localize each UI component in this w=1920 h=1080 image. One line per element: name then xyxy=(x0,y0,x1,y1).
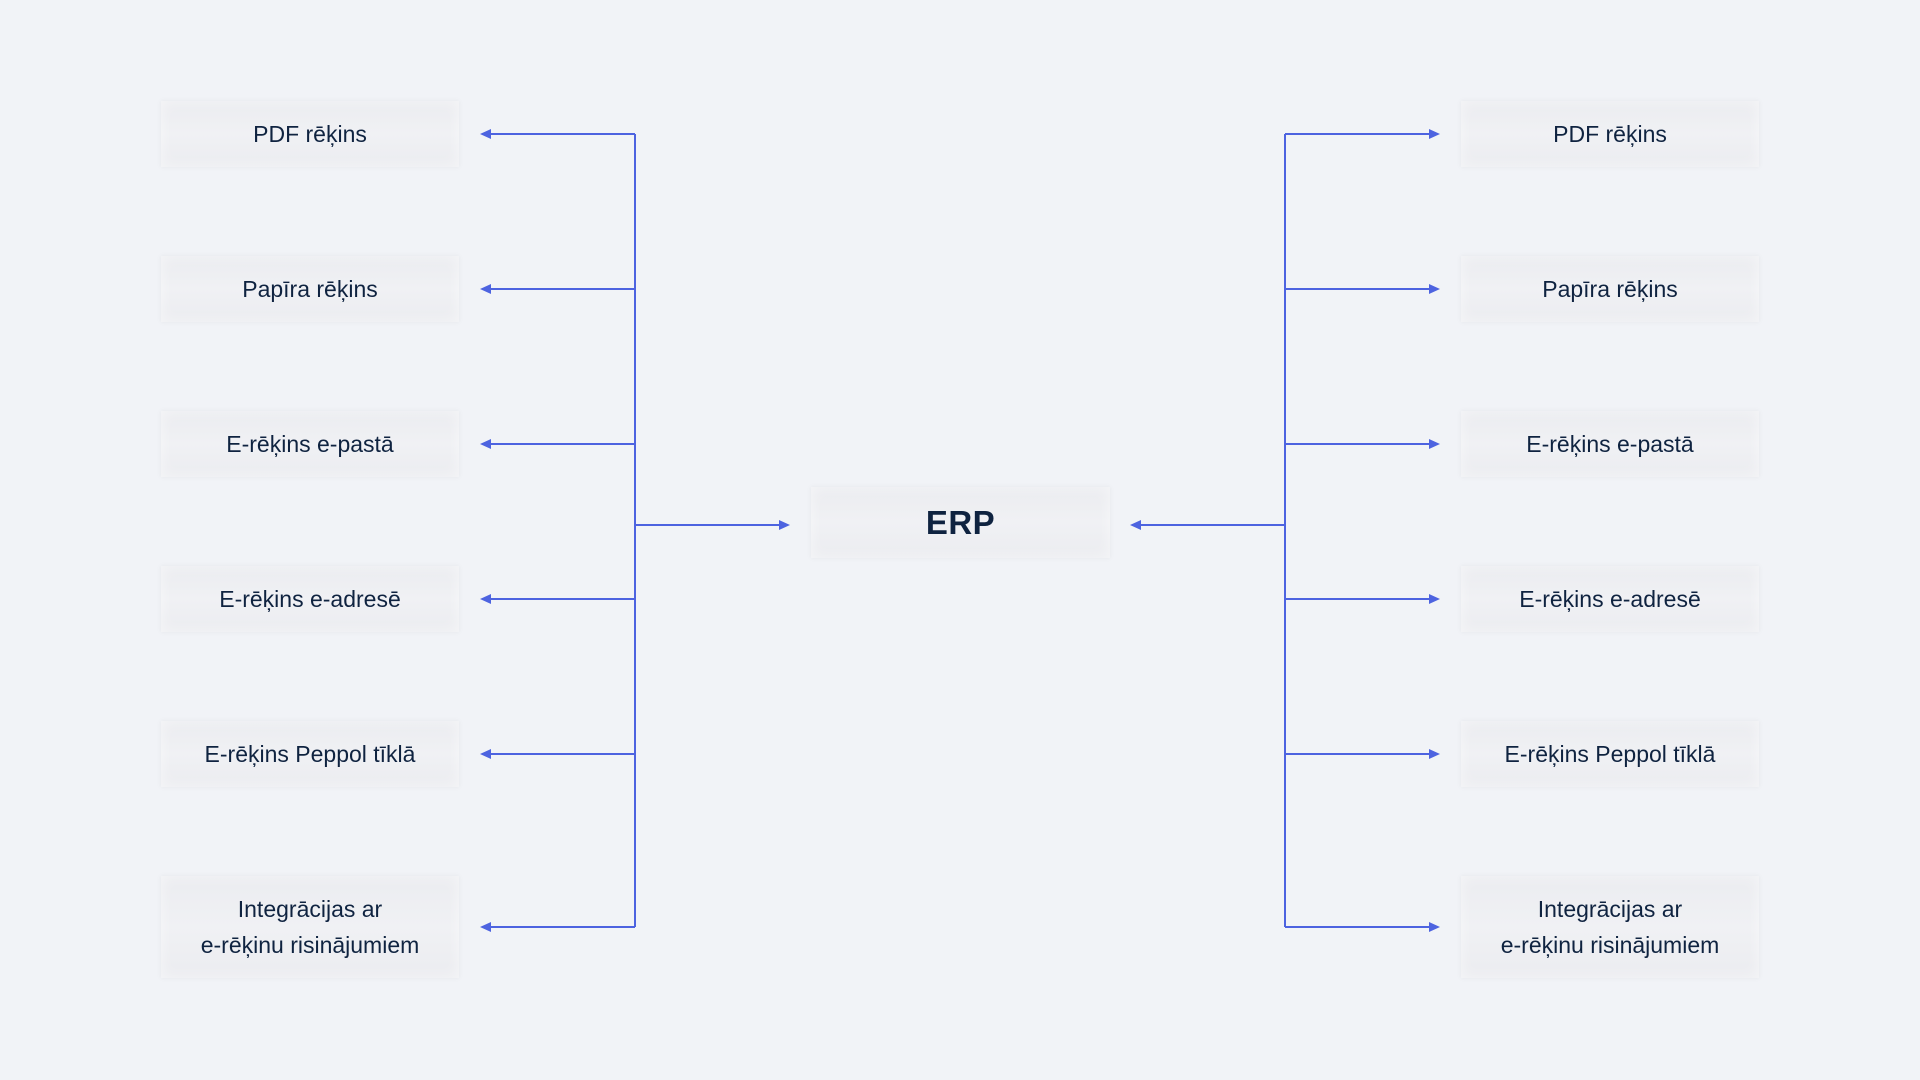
right-arrow-3 xyxy=(1429,439,1440,449)
right-node-label: E-rēķins e-pastā xyxy=(1526,431,1694,457)
right-node-label: PDF rēķins xyxy=(1553,121,1667,147)
right-node-label: Papīra rēķins xyxy=(1542,276,1678,302)
left-node-label: E-rēķins e-adresē xyxy=(219,586,401,612)
left-arrow-1 xyxy=(480,129,491,139)
right-arrow-6 xyxy=(1429,922,1440,932)
left-arrow-4 xyxy=(480,594,491,604)
left-node-integrations: Integrācijas ar e-rēķinu risinājumiem xyxy=(161,876,459,978)
left-node-label: E-rēķins e-pastā xyxy=(226,431,394,457)
left-node-peppol: E-rēķins Peppol tīklā xyxy=(161,721,459,787)
right-node-e-address: E-rēķins e-adresē xyxy=(1461,566,1759,632)
left-node-email: E-rēķins e-pastā xyxy=(161,411,459,477)
erp-right-arrow xyxy=(1130,520,1141,530)
right-arrow-1 xyxy=(1429,129,1440,139)
left-arrow-6 xyxy=(480,922,491,932)
right-arrow-4 xyxy=(1429,594,1440,604)
right-node-integrations: Integrācijas ar e-rēķinu risinājumiem xyxy=(1461,876,1759,978)
right-node-label: Integrācijas ar e-rēķinu risinājumiem xyxy=(1500,896,1720,958)
erp-in-arrow xyxy=(779,520,790,530)
right-node-pdf: PDF rēķins xyxy=(1461,101,1759,167)
erp-label: ERP xyxy=(925,503,996,541)
left-arrow-2 xyxy=(480,284,491,294)
erp-node: ERP xyxy=(811,487,1110,558)
right-arrow-5 xyxy=(1429,749,1440,759)
left-arrow-3 xyxy=(480,439,491,449)
left-node-paper: Papīra rēķins xyxy=(161,256,459,322)
left-node-e-address: E-rēķins e-adresē xyxy=(161,566,459,632)
right-node-label: E-rēķins Peppol tīklā xyxy=(1504,741,1716,767)
left-arrow-5 xyxy=(480,749,491,759)
right-node-paper: Papīra rēķins xyxy=(1461,256,1759,322)
right-arrow-2 xyxy=(1429,284,1440,294)
left-node-label: E-rēķins Peppol tīklā xyxy=(204,741,416,767)
left-node-label: Papīra rēķins xyxy=(242,276,378,302)
left-node-label: PDF rēķins xyxy=(253,121,367,147)
right-node-peppol: E-rēķins Peppol tīklā xyxy=(1461,721,1759,787)
right-node-email: E-rēķins e-pastā xyxy=(1461,411,1759,477)
left-node-pdf: PDF rēķins xyxy=(161,101,459,167)
right-node-label: E-rēķins e-adresē xyxy=(1519,586,1701,612)
left-node-label: Integrācijas ar e-rēķinu risinājumiem xyxy=(200,896,420,958)
